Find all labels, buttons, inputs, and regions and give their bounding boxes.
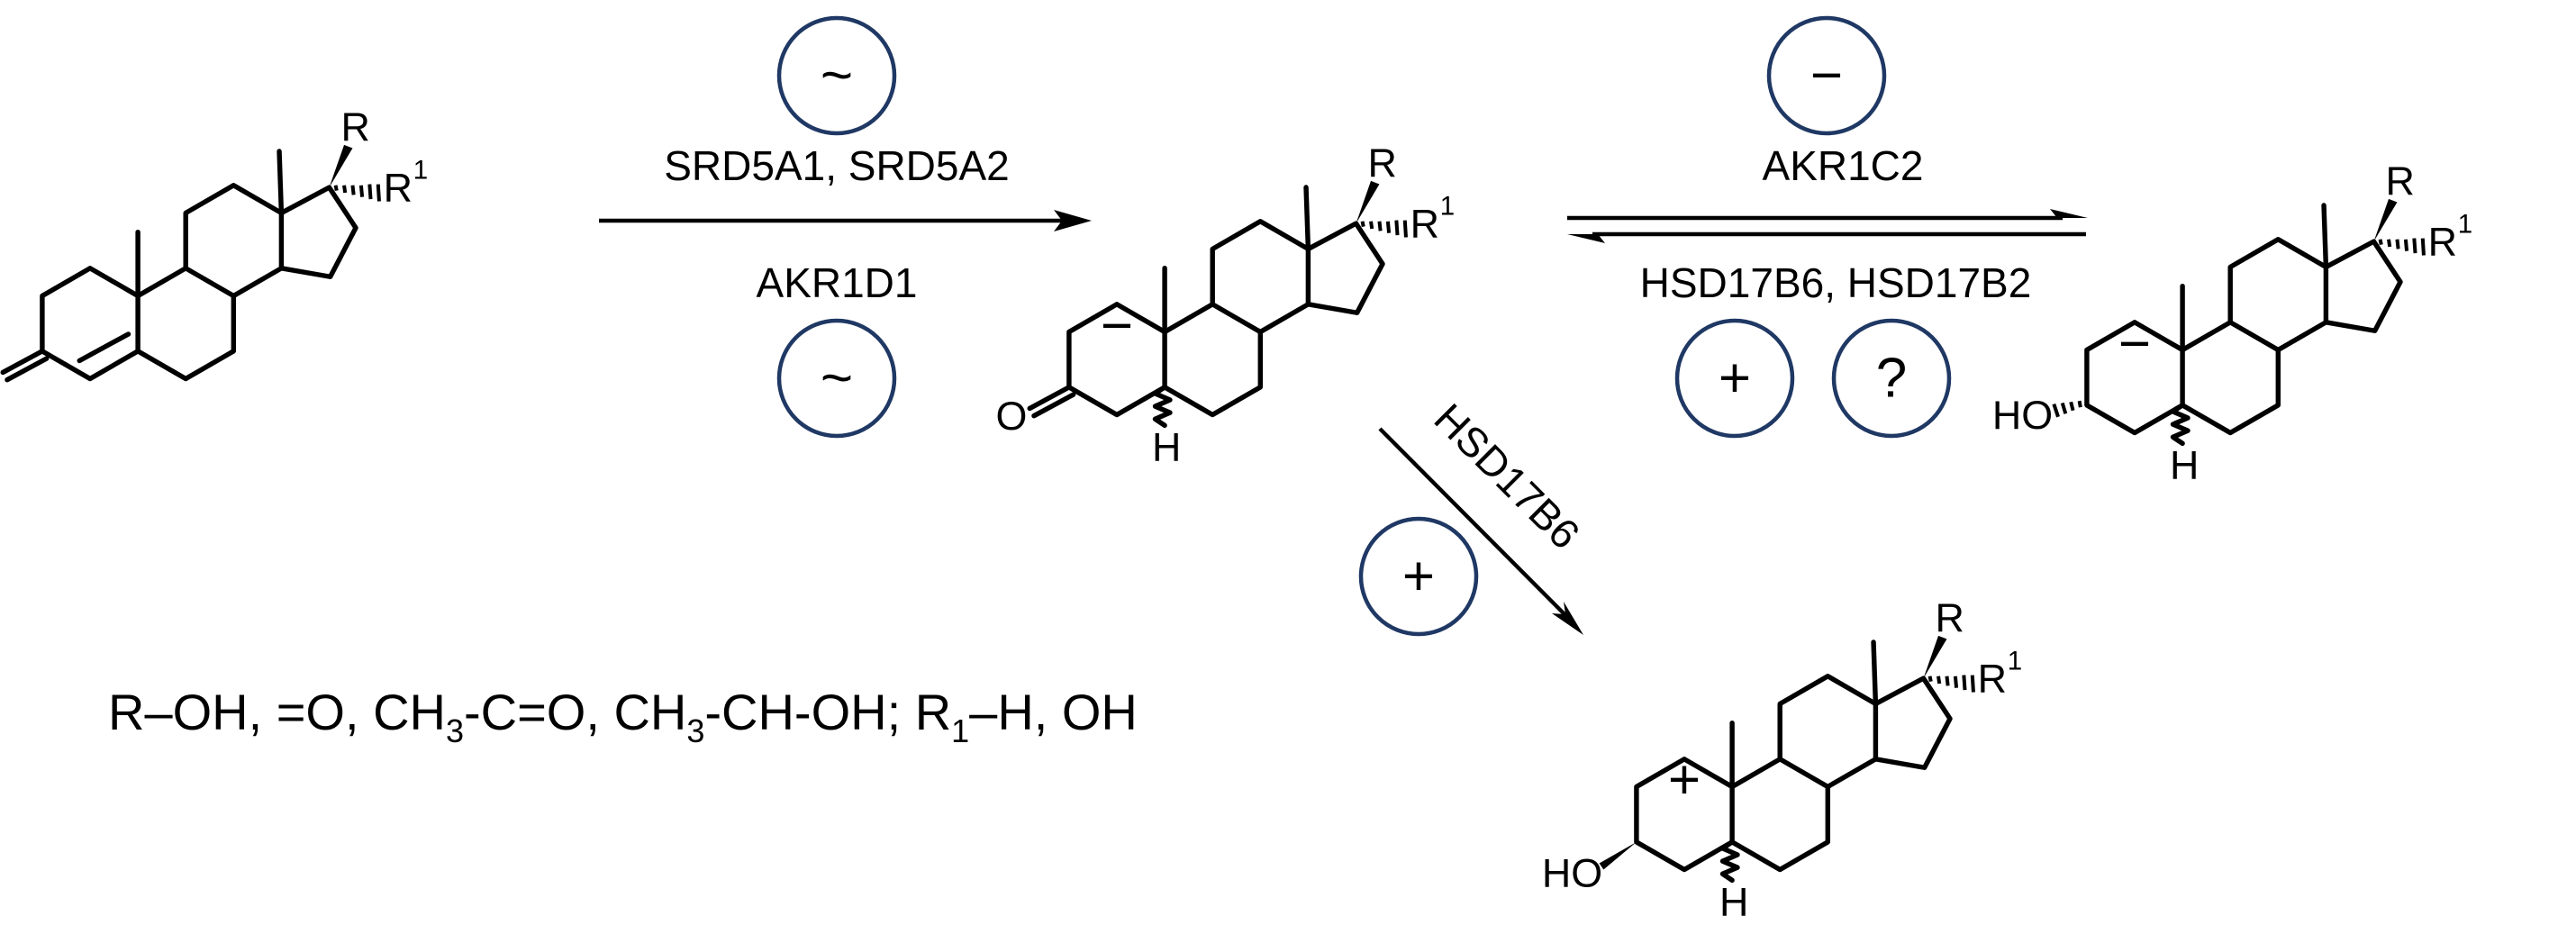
steroid-3alpha-diol: HO H R R 1 (1992, 158, 2472, 487)
effect-badge-hsd17b6-hsd17b2-second: ? (1831, 318, 1952, 439)
effect-symbol: ~ (821, 45, 853, 107)
r-label: R (340, 104, 369, 150)
hsd17b6-arrow (1378, 427, 1583, 635)
substituent-legend: R–OH, =O, CH3-C=O, CH3-CH-OH; R1–H, OH (108, 684, 1138, 749)
effect-badge-hsd17b6: + (1358, 516, 1479, 637)
ring-a-sign-dihydro: − (1101, 295, 1133, 358)
r-label: R (2385, 158, 2414, 204)
ketone-oxygen: O (995, 393, 1027, 439)
effect-badge-hsd17b6-hsd17b2-first: + (1674, 318, 1795, 439)
legend-subscript: 3 (686, 712, 704, 749)
r1-superscript: 1 (1440, 192, 1455, 222)
r1-label: R (384, 164, 413, 210)
legend-subscript: 1 (951, 712, 969, 749)
r-label: R (1367, 140, 1396, 186)
c5-hydrogen: H (1152, 423, 1181, 469)
legend-part: –H, OH (969, 684, 1138, 740)
steroid-dihydro-ketone: O H R R 1 (995, 140, 1455, 469)
effect-symbol: ? (1876, 348, 1907, 410)
enzyme-label-akr1d1: AKR1D1 (757, 259, 918, 306)
enzyme-label-akr1c2: AKR1C2 (1763, 142, 1924, 189)
effect-badge-srd5a: ~ (776, 15, 897, 136)
effect-badge-akr1d1: ~ (776, 318, 897, 439)
legend-part: R–OH, =O, CH (108, 684, 446, 740)
r1-label: R (1978, 655, 2007, 701)
r1-label: R (1410, 200, 1439, 246)
r1-superscript: 1 (2008, 647, 2022, 676)
c5-hydrogen: H (1719, 878, 1748, 924)
hydroxyl-label: HO (1992, 392, 2053, 438)
steroid-3beta-diol: HO H R R 1 (1542, 594, 2022, 924)
hydroxyl-label: HO (1542, 849, 1602, 895)
enzyme-label-srd5a: SRD5A1, SRD5A2 (664, 142, 1010, 189)
legend-subscript: 3 (446, 712, 464, 749)
r1-label: R (2428, 218, 2457, 264)
ring-a-sign-alpha: − (2118, 313, 2151, 376)
c5-hydrogen: H (2170, 441, 2199, 487)
steroid-enone: O R R 1 (0, 104, 428, 403)
effect-badge-akr1c2: − (1766, 15, 1887, 136)
effect-symbol: ~ (821, 348, 853, 410)
reversible-arrow (1567, 209, 2088, 243)
r-label: R (1935, 594, 1964, 640)
r1-superscript: 1 (413, 156, 428, 186)
effect-symbol: + (1402, 546, 1435, 608)
r1-superscript: 1 (2458, 210, 2472, 240)
legend-part: -CH-OH; R (704, 684, 951, 740)
ring-a-sign-beta: + (1668, 749, 1701, 812)
legend-part: -C=O, CH (464, 684, 686, 740)
effect-symbol: + (1719, 348, 1751, 410)
effect-symbol: − (1810, 45, 1843, 107)
enzyme-label-hsd17b6-hsd17b2: HSD17B6, HSD17B2 (1640, 259, 2032, 306)
reduction-arrow (599, 210, 1092, 231)
